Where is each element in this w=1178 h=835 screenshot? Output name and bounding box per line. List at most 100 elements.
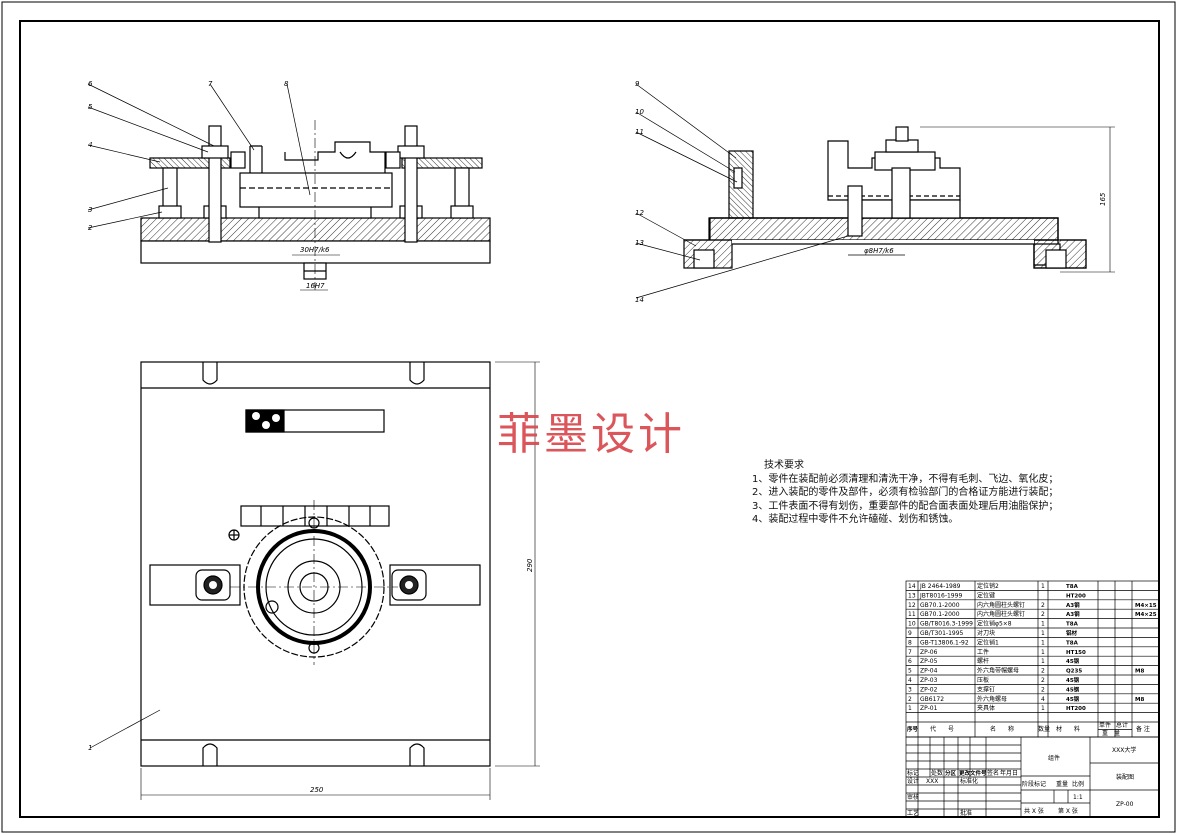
front-callouts: [87, 83, 311, 229]
inner-border: [19, 20, 1160, 818]
bom-header-no: 序号: [906, 725, 919, 733]
title-block-grid: [905, 736, 1160, 818]
tb-sheet-no: 第 X 张: [1058, 807, 1078, 815]
callout-9: 9: [635, 80, 640, 88]
plan-view: [140, 361, 540, 800]
callout-8: 8: [284, 80, 289, 88]
bom-cell-no: 9: [908, 630, 912, 637]
fit-dimension-8H7: φ8H7/k6: [864, 247, 894, 255]
bom-cell-name: 夹具体: [977, 704, 995, 712]
watermark: 菲墨设计: [497, 409, 685, 460]
side-view: [683, 126, 1115, 273]
bom-cell-name: 对刀块: [977, 629, 995, 637]
callout-3: 3: [88, 206, 92, 214]
callout-2: 2: [88, 224, 93, 232]
bom-header-unit: 单件: [1099, 721, 1111, 729]
tb-mark: 标记: [907, 769, 919, 777]
bom-cell-name: 外六角螺母: [977, 695, 1007, 703]
tech-item: 1、零件在装配前必须清理和清洗干净，不得有毛刺、飞边、氧化皮；: [752, 473, 1059, 485]
bom-cell-name: 定位键: [977, 591, 995, 599]
bom-cell-mat: 铝材: [1066, 629, 1078, 637]
bom-cell-no: 4: [908, 677, 912, 684]
tb-school: XXX大学: [1112, 746, 1136, 754]
bom-cell-qty: 1: [1041, 705, 1045, 712]
bom-cell-note: M8: [1135, 669, 1144, 675]
callout-11: 11: [635, 128, 644, 136]
tech-title: 技术要求: [764, 460, 804, 471]
bom-cell-qty: 2: [1041, 686, 1045, 693]
bom-cell-no: 11: [908, 611, 916, 618]
tb-standardize: 标准化: [960, 777, 978, 785]
technical-requirements: 技术要求 1、零件在装配前必须清理和清洗干净，不得有毛刺、飞边、氧化皮； 2、进…: [752, 459, 1058, 527]
callout-1: 1: [88, 744, 92, 752]
bom-cell-no: 6: [908, 658, 912, 665]
tb-design-name: XXX: [926, 778, 938, 785]
bom-cell-mat: A3钢: [1066, 610, 1080, 618]
bom-cell-mat: 45钢: [1066, 685, 1080, 693]
bom-cell-mat: Q235: [1066, 669, 1082, 675]
tb-review: 审核: [907, 793, 919, 801]
bom-cell-qty: 1: [1041, 630, 1045, 637]
bom-cell-qty: 1: [1041, 583, 1045, 590]
bom-cell-qty: 2: [1041, 611, 1045, 618]
plan-height-dimension: 290: [526, 558, 534, 572]
tb-assembly: 组件: [1048, 754, 1060, 762]
bom-cell-name: 支撑钉: [977, 685, 995, 693]
bom-cell-name: 内六角圆柱头螺钉: [977, 610, 1025, 618]
fit-dimension-30H7: 30H7/k6: [300, 246, 330, 254]
tb-scale-label: 比例: [1072, 780, 1084, 788]
bom-cell-name: 压板: [977, 676, 989, 684]
callout-14: 14: [635, 296, 644, 304]
bom-cell-mat: 45钢: [1066, 657, 1080, 665]
bom-cell-no: 2: [908, 696, 912, 703]
tb-design: 设计: [907, 777, 919, 785]
bom-cell-code: ZP-02: [920, 686, 938, 693]
tb-stage: 阶段标记: [1022, 780, 1046, 788]
side-callouts: [635, 83, 905, 299]
bom-cell-name: 定位销2: [977, 582, 999, 590]
front-view: [140, 120, 491, 290]
bom-cell-code: JBT8016-1999: [919, 592, 962, 599]
callout-12: 12: [635, 209, 644, 217]
tech-item: 4、装配过程中零件不允许磕碰、划伤和锈蚀。: [752, 514, 959, 525]
tb-approve: 批准: [960, 809, 972, 817]
tb-sheets-total: 共 X 张: [1024, 807, 1044, 815]
bom-header-qty: 数量: [1038, 725, 1050, 733]
bom-table-grid: [905, 580, 1160, 738]
tb-count: 处数: [931, 769, 943, 777]
bom-cell-no: 14: [908, 583, 916, 590]
bom-cell-no: 8: [908, 639, 912, 646]
callout-10: 10: [635, 108, 644, 116]
bom-cell-mat: HT150: [1066, 650, 1086, 656]
bom-cell-mat: 45钢: [1066, 695, 1080, 703]
bom-cell-code: ZP-04: [920, 668, 938, 675]
callout-13: 13: [635, 239, 644, 247]
bom-header-code: 代 号: [930, 725, 954, 733]
bom-cell-mat: T8A: [1066, 622, 1079, 628]
bom-cell-qty: 1: [1041, 649, 1045, 656]
bom-cell-code: GB-T13806.1-92: [920, 639, 969, 646]
bom-cell-code: GB/T8016.3-1999: [920, 621, 973, 628]
tb-drawing-no: ZP-00: [1116, 801, 1134, 808]
bom-cell-code: ZP-01: [920, 705, 938, 712]
bom-cell-no: 5: [908, 668, 912, 675]
bom-cell-qty: 2: [1041, 677, 1045, 684]
bom-cell-mat: T8A: [1066, 640, 1079, 646]
bom-cell-code: ZP-06: [920, 649, 938, 656]
bom-cell-qty: 2: [1041, 602, 1045, 609]
bom-cell-qty: 2: [1041, 668, 1045, 675]
tb-change: 更改文件号: [959, 769, 987, 777]
bom-cell-no: 13: [908, 592, 916, 599]
height-dimension-165: 165: [1099, 192, 1107, 206]
bom-cell-mat: HT200: [1066, 706, 1086, 712]
bom-cell-qty: 1: [1041, 658, 1045, 665]
bom-cell-no: 7: [908, 649, 912, 656]
bom-cell-no: 12: [908, 602, 916, 609]
tb-weight: 重量: [1056, 780, 1068, 788]
bom-header-mat: 材 料: [1056, 725, 1080, 733]
fit-dimension-16H7: 16H7: [306, 282, 325, 290]
tb-drawing-name: 装配图: [1116, 773, 1134, 781]
tech-item: 2、进入装配的零件及部件，必须有检验部门的合格证方能进行装配；: [752, 487, 1059, 498]
